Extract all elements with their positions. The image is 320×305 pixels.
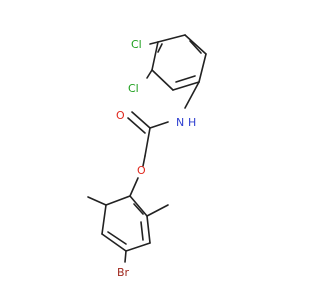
bond <box>144 127 151 157</box>
bond <box>129 177 139 197</box>
bond <box>127 117 146 134</box>
bond <box>101 204 107 235</box>
bond <box>175 75 196 83</box>
bond <box>157 43 163 53</box>
bond <box>131 111 151 129</box>
bond <box>151 69 174 91</box>
atom-label-br: Br <box>117 266 130 279</box>
bond <box>87 196 107 206</box>
bond <box>157 34 186 43</box>
atom-label-n: N <box>176 116 184 129</box>
bond <box>129 195 148 217</box>
atom-label-layer: Cl Cl N H O O Br <box>116 38 196 279</box>
bond <box>140 221 144 241</box>
bond <box>149 41 159 45</box>
bond <box>142 155 146 167</box>
bond <box>101 233 127 252</box>
bond <box>172 81 200 91</box>
bond <box>124 250 127 263</box>
bond <box>146 215 151 244</box>
bond <box>198 53 207 83</box>
atom-label-h: H <box>188 116 196 129</box>
atom-label-o: O <box>116 109 125 122</box>
bond-layer <box>87 34 207 263</box>
bond <box>146 69 153 79</box>
atom-label-o: O <box>137 164 146 177</box>
bond <box>189 40 202 54</box>
bond <box>184 81 200 109</box>
bond <box>149 121 169 129</box>
atom-label-cl: Cl <box>131 38 142 51</box>
bond <box>184 34 207 55</box>
bond <box>146 204 169 217</box>
bond <box>133 203 144 215</box>
bond <box>125 242 151 252</box>
bond <box>107 231 127 245</box>
atom-label-cl: Cl <box>128 82 139 95</box>
molecule-structure: Cl Cl N H O O Br <box>87 34 207 279</box>
molecule-canvas: Cl Cl N H O O Br <box>87 34 207 279</box>
bond <box>151 41 159 71</box>
bond <box>105 195 131 206</box>
